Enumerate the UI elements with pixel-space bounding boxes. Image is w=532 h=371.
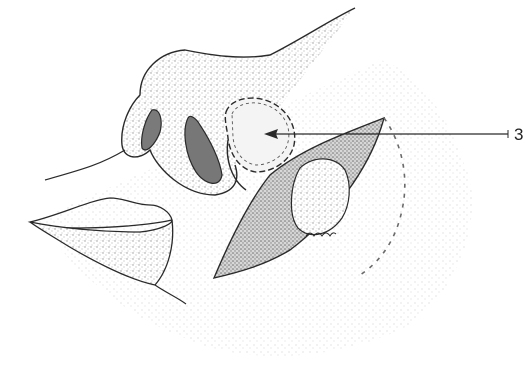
callout-label-3: 3 <box>514 125 523 144</box>
face-profile-line <box>45 150 125 180</box>
